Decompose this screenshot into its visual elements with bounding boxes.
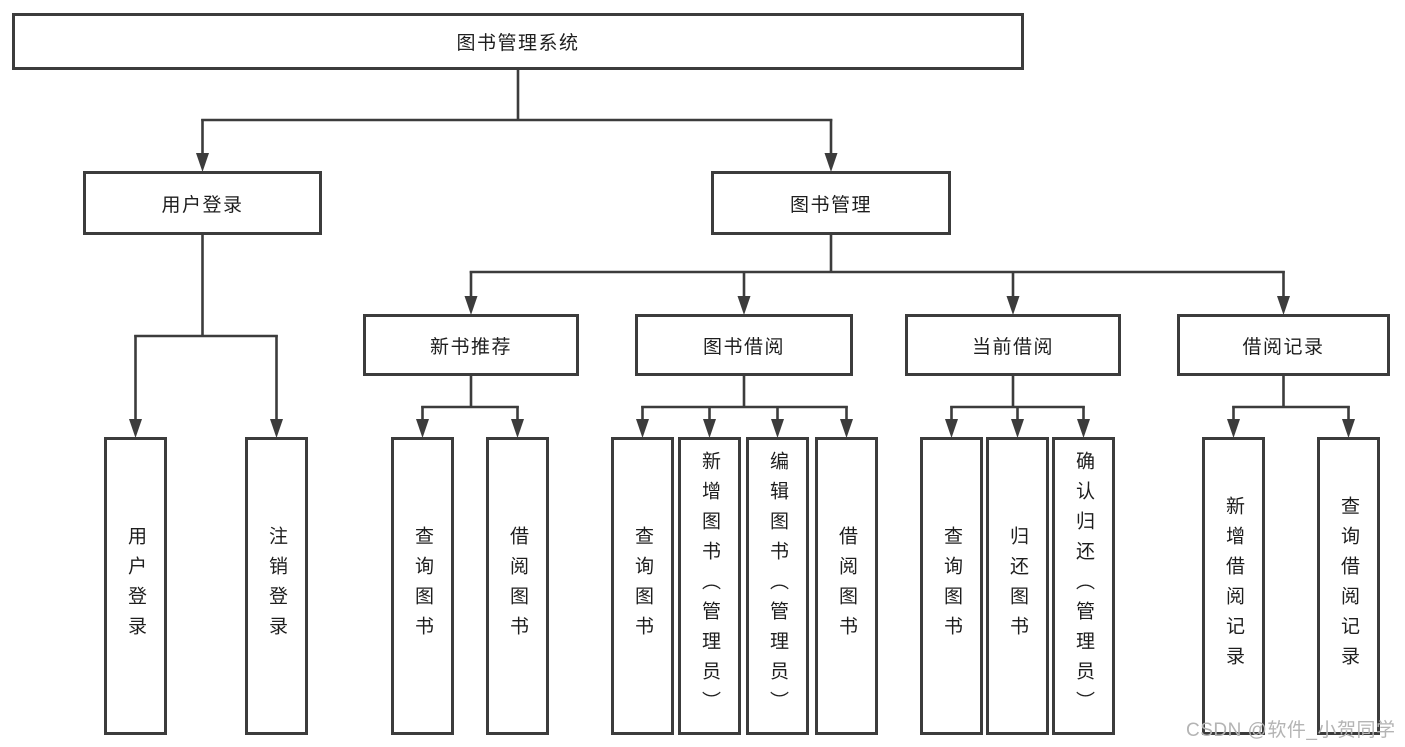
node-leaf-logout: 注销登录 — [245, 437, 308, 735]
node-new-book-rec: 新书推荐 — [363, 314, 579, 376]
node-book-borrow: 图书借阅 — [635, 314, 853, 376]
node-borrow-records: 借阅记录 — [1177, 314, 1390, 376]
node-book-mgmt: 图书管理 — [711, 171, 951, 235]
node-label: 图书借阅 — [702, 336, 785, 358]
node-current-borrow: 当前借阅 — [905, 314, 1121, 376]
node-leaf-return-book: 归还图书 — [986, 437, 1049, 735]
node-label: 用户登录 — [161, 194, 244, 216]
node-label: 图书管理系统 — [456, 33, 580, 54]
node-leaf-confirm-return: 确认归还（管理员） — [1052, 437, 1115, 735]
node-root: 图书管理系统 — [12, 13, 1024, 70]
node-leaf-borrow-book-1: 借阅图书 — [486, 437, 549, 735]
node-label: 归还图书 — [1007, 526, 1028, 646]
node-leaf-user-login: 用户登录 — [104, 437, 167, 735]
node-label: 图书管理 — [789, 194, 872, 216]
node-label: 注销登录 — [266, 526, 287, 646]
node-user-login: 用户登录 — [83, 171, 322, 235]
node-label: 新增图书（管理员） — [699, 451, 720, 721]
node-label: 当前借阅 — [971, 336, 1054, 358]
node-label: 查询图书 — [941, 526, 962, 646]
node-leaf-edit-book: 编辑图书（管理员） — [746, 437, 809, 735]
node-label: 查询借阅记录 — [1338, 496, 1359, 676]
node-leaf-query-book-2: 查询图书 — [611, 437, 674, 735]
node-label: 编辑图书（管理员） — [767, 451, 788, 721]
node-label: 新书推荐 — [429, 336, 512, 358]
node-label: 用户登录 — [125, 526, 146, 646]
node-leaf-add-book: 新增图书（管理员） — [678, 437, 741, 735]
watermark: CSDN @软件_小贺同学 — [1186, 720, 1396, 741]
node-label: 查询图书 — [632, 526, 653, 646]
node-label: 借阅记录 — [1242, 336, 1325, 358]
node-leaf-borrow-book-2: 借阅图书 — [815, 437, 878, 735]
node-label: 新增借阅记录 — [1223, 496, 1244, 676]
node-leaf-query-book-1: 查询图书 — [391, 437, 454, 735]
node-label: 查询图书 — [412, 526, 433, 646]
node-label: 确认归还（管理员） — [1073, 451, 1094, 721]
node-leaf-add-record: 新增借阅记录 — [1202, 437, 1265, 735]
node-leaf-query-book-3: 查询图书 — [920, 437, 983, 735]
node-label: 借阅图书 — [836, 526, 857, 646]
node-label: 借阅图书 — [507, 526, 528, 646]
node-leaf-query-record: 查询借阅记录 — [1317, 437, 1380, 735]
